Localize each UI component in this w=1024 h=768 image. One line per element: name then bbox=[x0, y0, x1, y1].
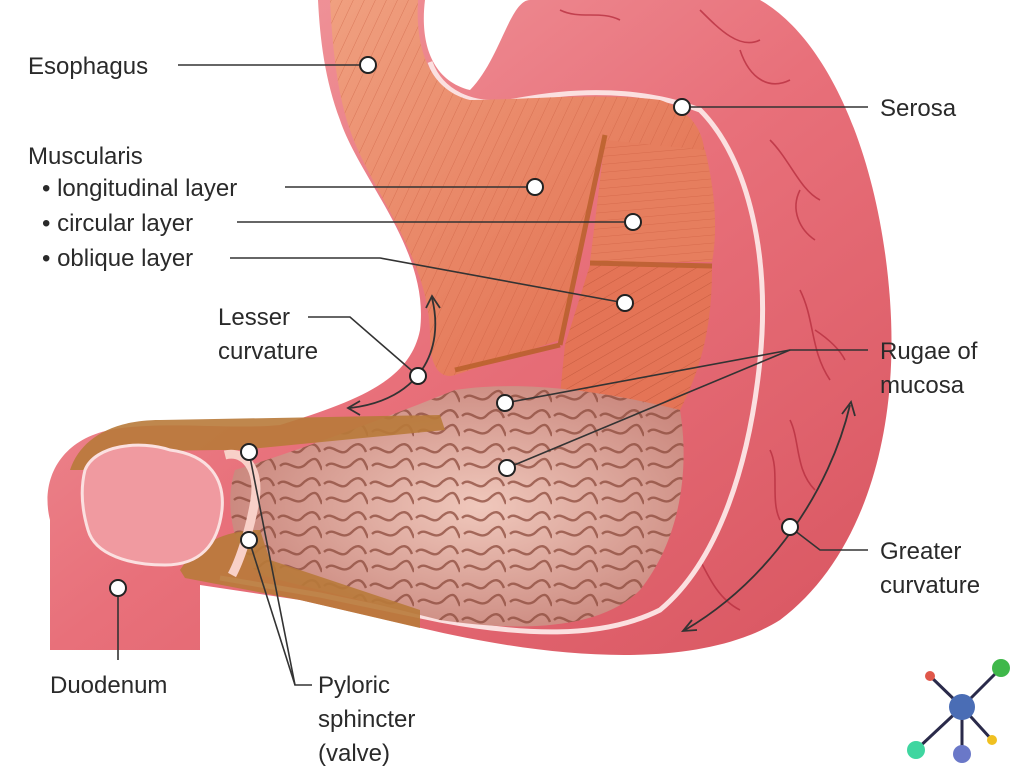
rugae-folds bbox=[230, 386, 684, 627]
esophagus-marker bbox=[359, 56, 377, 74]
label-oblique-layer: • oblique layer bbox=[42, 245, 193, 272]
logo-yellow-node bbox=[987, 735, 997, 745]
label-pyloric-line1: Pyloric bbox=[318, 672, 390, 699]
pyloric-marker-lower bbox=[240, 531, 258, 549]
blood-vessels bbox=[559, 9, 846, 611]
label-rugae-line2: mucosa bbox=[880, 372, 965, 399]
label-circular-layer: • circular layer bbox=[42, 210, 193, 237]
circular-fibers bbox=[590, 140, 716, 262]
oblique-marker bbox=[616, 294, 634, 312]
rugae-marker-lower bbox=[498, 459, 516, 477]
submucosa-upper bbox=[70, 415, 445, 470]
labels: Esophagus Muscularis • longitudinal laye… bbox=[28, 53, 980, 767]
greater-arrow-head-top bbox=[841, 400, 856, 417]
logo-red-node bbox=[925, 671, 935, 681]
label-longitudinal-layer: • longitudinal layer bbox=[42, 175, 237, 202]
label-esophagus: Esophagus bbox=[28, 53, 148, 80]
label-pyloric-line3: (valve) bbox=[318, 740, 390, 767]
longitudinal-marker bbox=[526, 178, 544, 196]
label-lesser-curvature-line1: Lesser bbox=[218, 304, 290, 331]
logo-teal-node bbox=[907, 741, 925, 759]
circular-marker bbox=[624, 213, 642, 231]
label-muscularis: Muscularis bbox=[28, 143, 143, 170]
longitudinal-fibers bbox=[330, 0, 705, 376]
pyloric-marker-upper bbox=[240, 443, 258, 461]
duodenum-lumen bbox=[80, 443, 224, 567]
lesser-arrow-head-top bbox=[425, 294, 441, 309]
lesser-curvature-marker bbox=[409, 367, 427, 385]
oblique-fibers bbox=[560, 265, 712, 410]
label-greater-curvature-line1: Greater bbox=[880, 538, 961, 565]
label-lesser-curvature-line2: curvature bbox=[218, 338, 318, 365]
leader-dots bbox=[109, 56, 799, 597]
pyloric-ring bbox=[223, 449, 261, 578]
label-serosa: Serosa bbox=[880, 95, 957, 122]
label-greater-curvature-line2: curvature bbox=[880, 572, 980, 599]
lesser-arrow-head-bottom bbox=[346, 400, 361, 416]
network-node-icon bbox=[907, 659, 1010, 763]
label-rugae-line1: Rugae of bbox=[880, 338, 978, 365]
logo-center-node bbox=[949, 694, 975, 720]
label-pyloric-line2: sphincter bbox=[318, 706, 415, 733]
duodenum-marker bbox=[109, 579, 127, 597]
leader-lines bbox=[117, 64, 868, 686]
label-duodenum: Duodenum bbox=[50, 672, 167, 699]
greater-curvature-marker bbox=[781, 518, 799, 536]
logo-green-node bbox=[992, 659, 1010, 677]
layer-borders bbox=[454, 134, 713, 373]
serosa-marker bbox=[673, 98, 691, 116]
rugae-marker-upper bbox=[496, 394, 514, 412]
greater-arrow-head-bottom bbox=[680, 619, 698, 633]
logo-purple-node bbox=[953, 745, 971, 763]
